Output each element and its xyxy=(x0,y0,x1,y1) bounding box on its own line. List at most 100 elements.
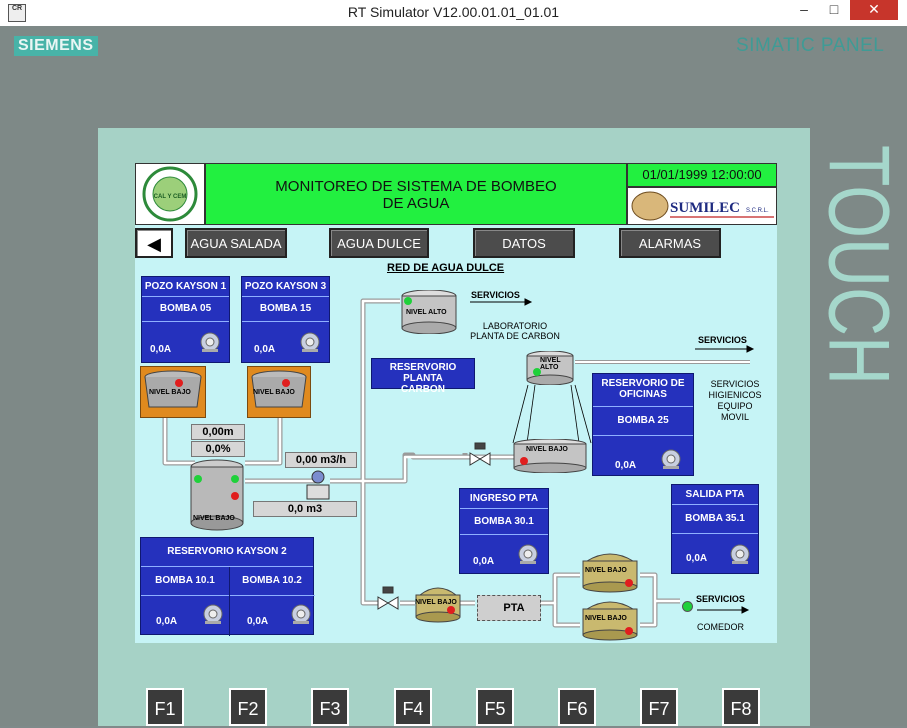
agua-salada-button[interactable]: AGUA SALADA xyxy=(185,228,287,258)
pump-icon xyxy=(289,601,313,625)
datetime-display: 01/01/1999 12:00:00 xyxy=(627,163,777,187)
pump-name-a: BOMBA 10.1 xyxy=(141,567,230,596)
minimize-icon: – xyxy=(800,1,808,17)
nivel-bajo-label: NIVEL BAJO xyxy=(585,567,627,574)
f5-key[interactable]: F5 xyxy=(476,688,514,726)
tank-pre-pta: NIVEL BAJO xyxy=(412,581,464,623)
pump-name: BOMBA 30.1 xyxy=(460,509,548,535)
tank-nivel-alto-top: NIVEL ALTO xyxy=(400,289,458,335)
touch-label: TOUCH xyxy=(812,145,892,385)
laboratorio-line1: LABORATORIO xyxy=(482,321,548,331)
level-meters-readout: 0,00m xyxy=(191,424,245,440)
left-logo: CAL Y CEM xyxy=(135,163,205,225)
comedor-label: COMEDOR xyxy=(697,622,744,632)
level-percent-readout: 0,0% xyxy=(191,441,245,457)
pump-panel-kayson1[interactable]: POZO KAYSON 1 BOMBA 05 0,0A xyxy=(141,276,230,363)
siemens-logo: SIEMENS xyxy=(14,36,98,56)
pump-current-value-b: 0,0A xyxy=(247,616,269,627)
svg-text:TOUCH: TOUCH xyxy=(812,145,892,385)
app-icon: CR xyxy=(8,4,26,22)
pump-panel-title: POZO KAYSON 3 xyxy=(242,277,329,297)
f8-key[interactable]: F8 xyxy=(722,688,760,726)
pump-divider xyxy=(229,595,230,636)
f4-key[interactable]: F4 xyxy=(394,688,432,726)
pump-panel-salida-pta[interactable]: SALIDA PTA BOMBA 35.1 0,0A xyxy=(671,484,759,574)
led-green xyxy=(682,601,693,612)
pump-icon xyxy=(198,329,222,353)
hmi-screen: CAL Y CEM MONITOREO DE SISTEMA DE BOMBEO… xyxy=(135,163,777,643)
nivel-bajo-label: NIVEL BAJO xyxy=(585,615,627,622)
sh-line4: MOVIL xyxy=(720,412,749,422)
nivel-alto-label: NIVEL ALTO xyxy=(540,357,561,371)
tank-pta-upper: NIVEL BAJO xyxy=(579,547,641,595)
flow-readout: 0,00 m3/h xyxy=(285,452,357,468)
pump-icon xyxy=(201,601,225,625)
right-logo-sub: S.C.R.L. xyxy=(746,208,769,214)
nivel-bajo-label: NIVEL BAJO xyxy=(193,515,235,522)
agua-dulce-button[interactable]: AGUA DULCE xyxy=(329,228,429,258)
back-button[interactable]: ◀ xyxy=(135,228,173,258)
pump-panel-title: RESERVORIO KAYSON 2 xyxy=(141,538,313,567)
laboratorio-line2: PLANTA DE CARBON xyxy=(470,331,560,341)
f7-key[interactable]: F7 xyxy=(640,688,678,726)
pump-panel-kayson3[interactable]: POZO KAYSON 3 BOMBA 15 0,0A xyxy=(241,276,330,363)
pump-panel-title: RESERVORIO DE OFICINAS xyxy=(593,374,693,407)
datos-button[interactable]: DATOS xyxy=(473,228,575,258)
pump-panel-ingreso-pta[interactable]: INGRESO PTA BOMBA 30.1 0,0A xyxy=(459,488,549,574)
flowmeter-icon xyxy=(306,470,330,500)
pump-current-value: 0,0A xyxy=(150,344,172,355)
pump-icon xyxy=(728,541,752,565)
sh-line2: HIGIENICOS xyxy=(708,390,762,400)
nivel-bajo-label: NIVEL BAJO xyxy=(253,389,295,396)
sh-line3: EQUIPO xyxy=(717,401,753,411)
alarmas-button[interactable]: ALARMAS xyxy=(619,228,721,258)
pump-panel-oficinas[interactable]: RESERVORIO DE OFICINAS BOMBA 25 0,0A xyxy=(592,373,694,476)
tank-nivel-alto-right: NIVEL ALTO xyxy=(525,350,575,386)
servicios-label-right: SERVICIOS xyxy=(698,335,747,345)
pump-panel-title: SALIDA PTA xyxy=(672,485,758,505)
pump-current-value: 0,0A xyxy=(473,556,495,567)
maximize-button[interactable]: □ xyxy=(820,0,848,20)
f1-key[interactable]: F1 xyxy=(146,688,184,726)
pump-name: BOMBA 05 xyxy=(142,297,229,322)
header-title-panel: MONITOREO DE SISTEMA DE BOMBEO DE AGUA xyxy=(205,163,627,225)
reservorio-carbon-label: RESERVORIO PLANTA CARBON xyxy=(371,358,475,395)
pump-icon xyxy=(298,329,322,353)
silo-main: NIVEL BAJO xyxy=(189,459,245,531)
nivel-alto-label: NIVEL ALTO xyxy=(406,309,447,316)
screen-title: RED DE AGUA DULCE xyxy=(387,262,505,274)
pump-panel-title: INGRESO PTA xyxy=(460,489,548,509)
pump-panel-title: POZO KAYSON 1 xyxy=(142,277,229,297)
f6-key[interactable]: F6 xyxy=(558,688,596,726)
nivel-bajo-label: NIVEL BAJO xyxy=(415,599,457,606)
pump-current-value: 0,0A xyxy=(254,344,276,355)
close-icon: ✕ xyxy=(868,1,880,17)
simatic-panel-label: SIMATIC PANEL xyxy=(736,35,885,56)
f2-key[interactable]: F2 xyxy=(229,688,267,726)
servicios-label-bottom: SERVICIOS xyxy=(696,594,745,604)
pump-name-b: BOMBA 10.2 xyxy=(229,567,315,596)
valve-icon xyxy=(377,442,491,610)
servicios-higienicos-label: SERVICIOS HIGIENICOS EQUIPO MOVIL xyxy=(703,379,767,423)
right-logo-text: SUMILEC xyxy=(670,200,740,216)
tank-pta-lower: NIVEL BAJO xyxy=(579,595,641,643)
nivel-bajo-label: NIVEL BAJO xyxy=(149,389,191,396)
close-button[interactable]: ✕ xyxy=(850,0,898,20)
minimize-button[interactable]: – xyxy=(790,0,818,20)
tank-nivel-bajo-right: NIVEL BAJO xyxy=(512,438,588,474)
pump-current-value: 0,0A xyxy=(686,553,708,564)
pump-current-value-a: 0,0A xyxy=(156,616,178,627)
pump-name: BOMBA 35.1 xyxy=(672,505,758,534)
pump-panel-kayson2[interactable]: RESERVORIO KAYSON 2 BOMBA 10.1 BOMBA 10.… xyxy=(140,537,315,636)
f3-key[interactable]: F3 xyxy=(311,688,349,726)
window-title: RT Simulator V12.00.01.01_01.01 xyxy=(347,4,560,20)
laboratorio-label: LABORATORIO PLANTA DE CARBON xyxy=(465,321,565,341)
header-title-line2: DE AGUA xyxy=(382,195,450,212)
pump-icon xyxy=(516,541,540,565)
window-titlebar: CR RT Simulator V12.00.01.01_01.01 – □ ✕ xyxy=(0,0,907,26)
back-arrow-icon: ◀ xyxy=(147,234,161,254)
sh-line1: SERVICIOS xyxy=(710,379,760,389)
tank-kayson3: NIVEL BAJO xyxy=(247,366,311,418)
header-title-line1: MONITOREO DE SISTEMA DE BOMBEO xyxy=(275,178,557,195)
tank-kayson1: NIVEL BAJO xyxy=(140,366,206,418)
